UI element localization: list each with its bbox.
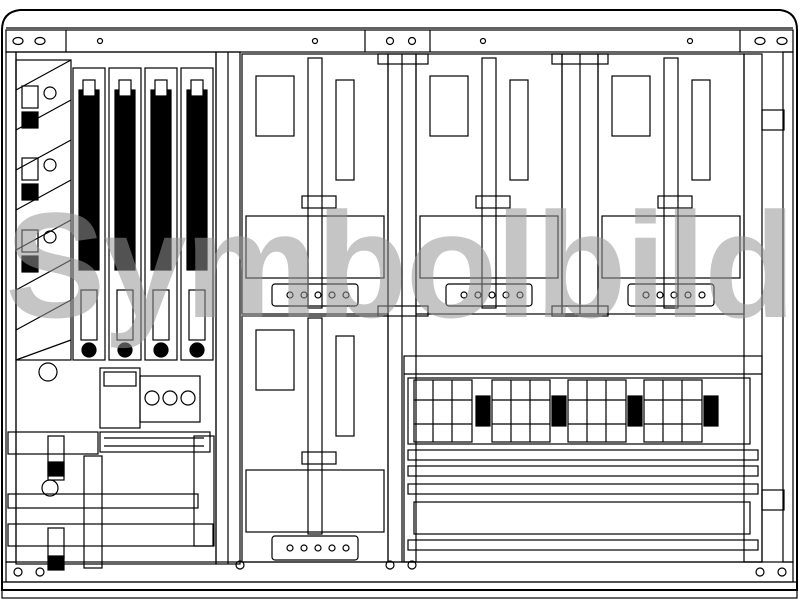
- breaker-group-2: [491, 379, 551, 443]
- fuse-holder-1: [72, 67, 106, 361]
- cabinet-housing: [1, 9, 798, 599]
- breaker-group-3: [567, 379, 627, 443]
- mounting-rails: [377, 53, 785, 563]
- meter-slot-top-3: [597, 53, 745, 315]
- meter-slot-top-2: [415, 53, 563, 315]
- breaker-group-4: [643, 379, 703, 443]
- meter-slot-bottom: [241, 315, 389, 563]
- meter-slot-top-1: [241, 53, 389, 315]
- fuse-holder-3: [144, 67, 178, 361]
- breaker-group-1: [413, 379, 473, 443]
- fuse-holder-2: [108, 67, 142, 361]
- fuse-holder-4: [180, 67, 214, 361]
- circuit-breaker-section: [403, 355, 763, 563]
- fuse-switch-section: [7, 51, 241, 571]
